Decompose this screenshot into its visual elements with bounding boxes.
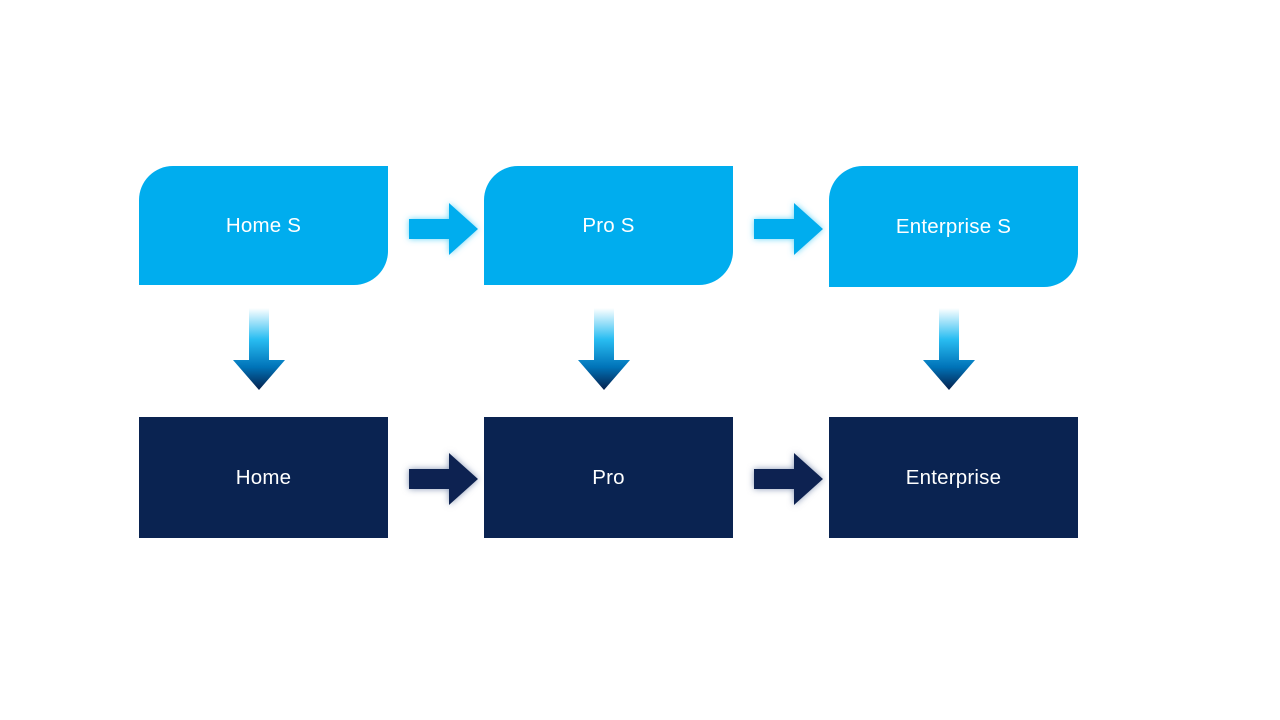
- down-arrow-icon: [923, 308, 975, 390]
- node-home-s-label: Home S: [225, 213, 302, 237]
- right-arrow-icon: [409, 452, 478, 506]
- right-arrow-icon: [754, 452, 823, 506]
- node-home-label: Home: [235, 465, 292, 489]
- node-enterprise-s-label: Enterprise S: [895, 214, 1012, 238]
- node-pro-label: Pro: [592, 465, 625, 489]
- node-home-s[interactable]: Home S: [139, 166, 388, 285]
- node-home[interactable]: Home: [139, 417, 388, 538]
- down-arrow-icon: [233, 308, 285, 390]
- node-pro[interactable]: Pro: [484, 417, 733, 538]
- node-pro-s[interactable]: Pro S: [484, 166, 733, 285]
- down-arrow-icon: [578, 308, 630, 390]
- right-arrow-icon: [409, 202, 478, 256]
- node-enterprise-s[interactable]: Enterprise S: [829, 166, 1078, 287]
- node-enterprise-label: Enterprise: [905, 465, 1002, 489]
- node-enterprise[interactable]: Enterprise: [829, 417, 1078, 538]
- node-pro-s-label: Pro S: [582, 213, 635, 237]
- right-arrow-icon: [754, 202, 823, 256]
